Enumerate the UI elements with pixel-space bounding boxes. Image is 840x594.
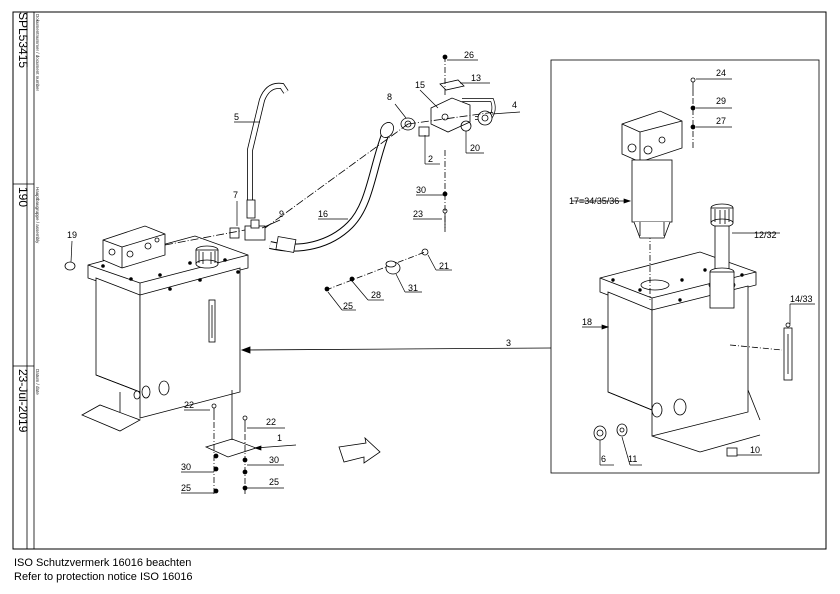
center-lines xyxy=(164,111,496,246)
callout-22b: 22 xyxy=(266,417,276,427)
callout-23: 23 xyxy=(413,209,423,219)
callout-25a: 25 xyxy=(343,301,353,311)
right-top-fasteners xyxy=(690,77,696,150)
callout-6: 6 xyxy=(601,454,606,464)
callout-18: 18 xyxy=(582,317,592,327)
callout-29: 29 xyxy=(716,96,726,106)
callout-19: 19 xyxy=(67,230,77,240)
callout-22a: 22 xyxy=(184,400,194,410)
plate-13 xyxy=(439,79,465,91)
callout-1: 1 xyxy=(277,433,282,443)
callout-31: 31 xyxy=(408,283,418,293)
breather-12 xyxy=(709,203,735,309)
callout-21: 21 xyxy=(439,261,449,271)
plug-10 xyxy=(726,447,738,457)
left-tank xyxy=(81,225,258,458)
hose-16 xyxy=(269,122,394,253)
return-filter-17 xyxy=(621,110,683,300)
callout-4: 4 xyxy=(512,100,517,110)
fitting-7 xyxy=(229,227,240,239)
manifold-15 xyxy=(430,97,471,133)
o-ring-19 xyxy=(64,261,76,271)
callout-25b: 25 xyxy=(181,483,191,493)
callout-8: 8 xyxy=(387,92,392,102)
callout-20: 20 xyxy=(470,143,480,153)
callout-28: 28 xyxy=(371,290,381,300)
callout-30b: 30 xyxy=(269,455,279,465)
drain-fittings xyxy=(593,423,628,441)
detail-box xyxy=(550,59,820,474)
callout-16: 16 xyxy=(318,209,328,219)
callout-13: 13 xyxy=(471,73,481,83)
callout-27: 27 xyxy=(716,116,726,126)
callout-3: 3 xyxy=(506,338,511,348)
protection-notice-de: ISO Schutzvermerk 16016 beachten xyxy=(14,557,192,569)
callout-2: 2 xyxy=(428,154,433,164)
callout-14: 14/33 xyxy=(790,294,813,304)
callout-12: 12/32 xyxy=(754,230,777,240)
callout-26: 26 xyxy=(464,50,474,60)
protection-notice-en: Refer to protection notice ISO 16016 xyxy=(14,571,193,583)
left-loose-parts xyxy=(64,261,248,496)
leader-lines xyxy=(70,59,815,494)
callout-30a: 30 xyxy=(181,462,191,472)
callout-11: 11 xyxy=(628,454,637,464)
callout-7: 7 xyxy=(233,190,238,200)
callout-30c: 30 xyxy=(416,185,426,195)
upper-fittings xyxy=(400,54,496,232)
view-direction-arrow xyxy=(338,436,381,464)
sight-gauge-14 xyxy=(729,322,793,381)
callout-5: 5 xyxy=(234,112,239,122)
callout-24: 24 xyxy=(716,68,726,78)
callout-10: 10 xyxy=(750,445,760,455)
center-loose-parts xyxy=(324,248,429,292)
reference-arrow-3 xyxy=(240,346,552,354)
callout-25c: 25 xyxy=(269,477,279,487)
callout-15: 15 xyxy=(415,80,425,90)
tee-fitting-9 xyxy=(229,219,266,241)
drawing-frame xyxy=(12,11,827,550)
callout-9: 9 xyxy=(279,209,284,219)
pipe-5 xyxy=(246,82,289,219)
